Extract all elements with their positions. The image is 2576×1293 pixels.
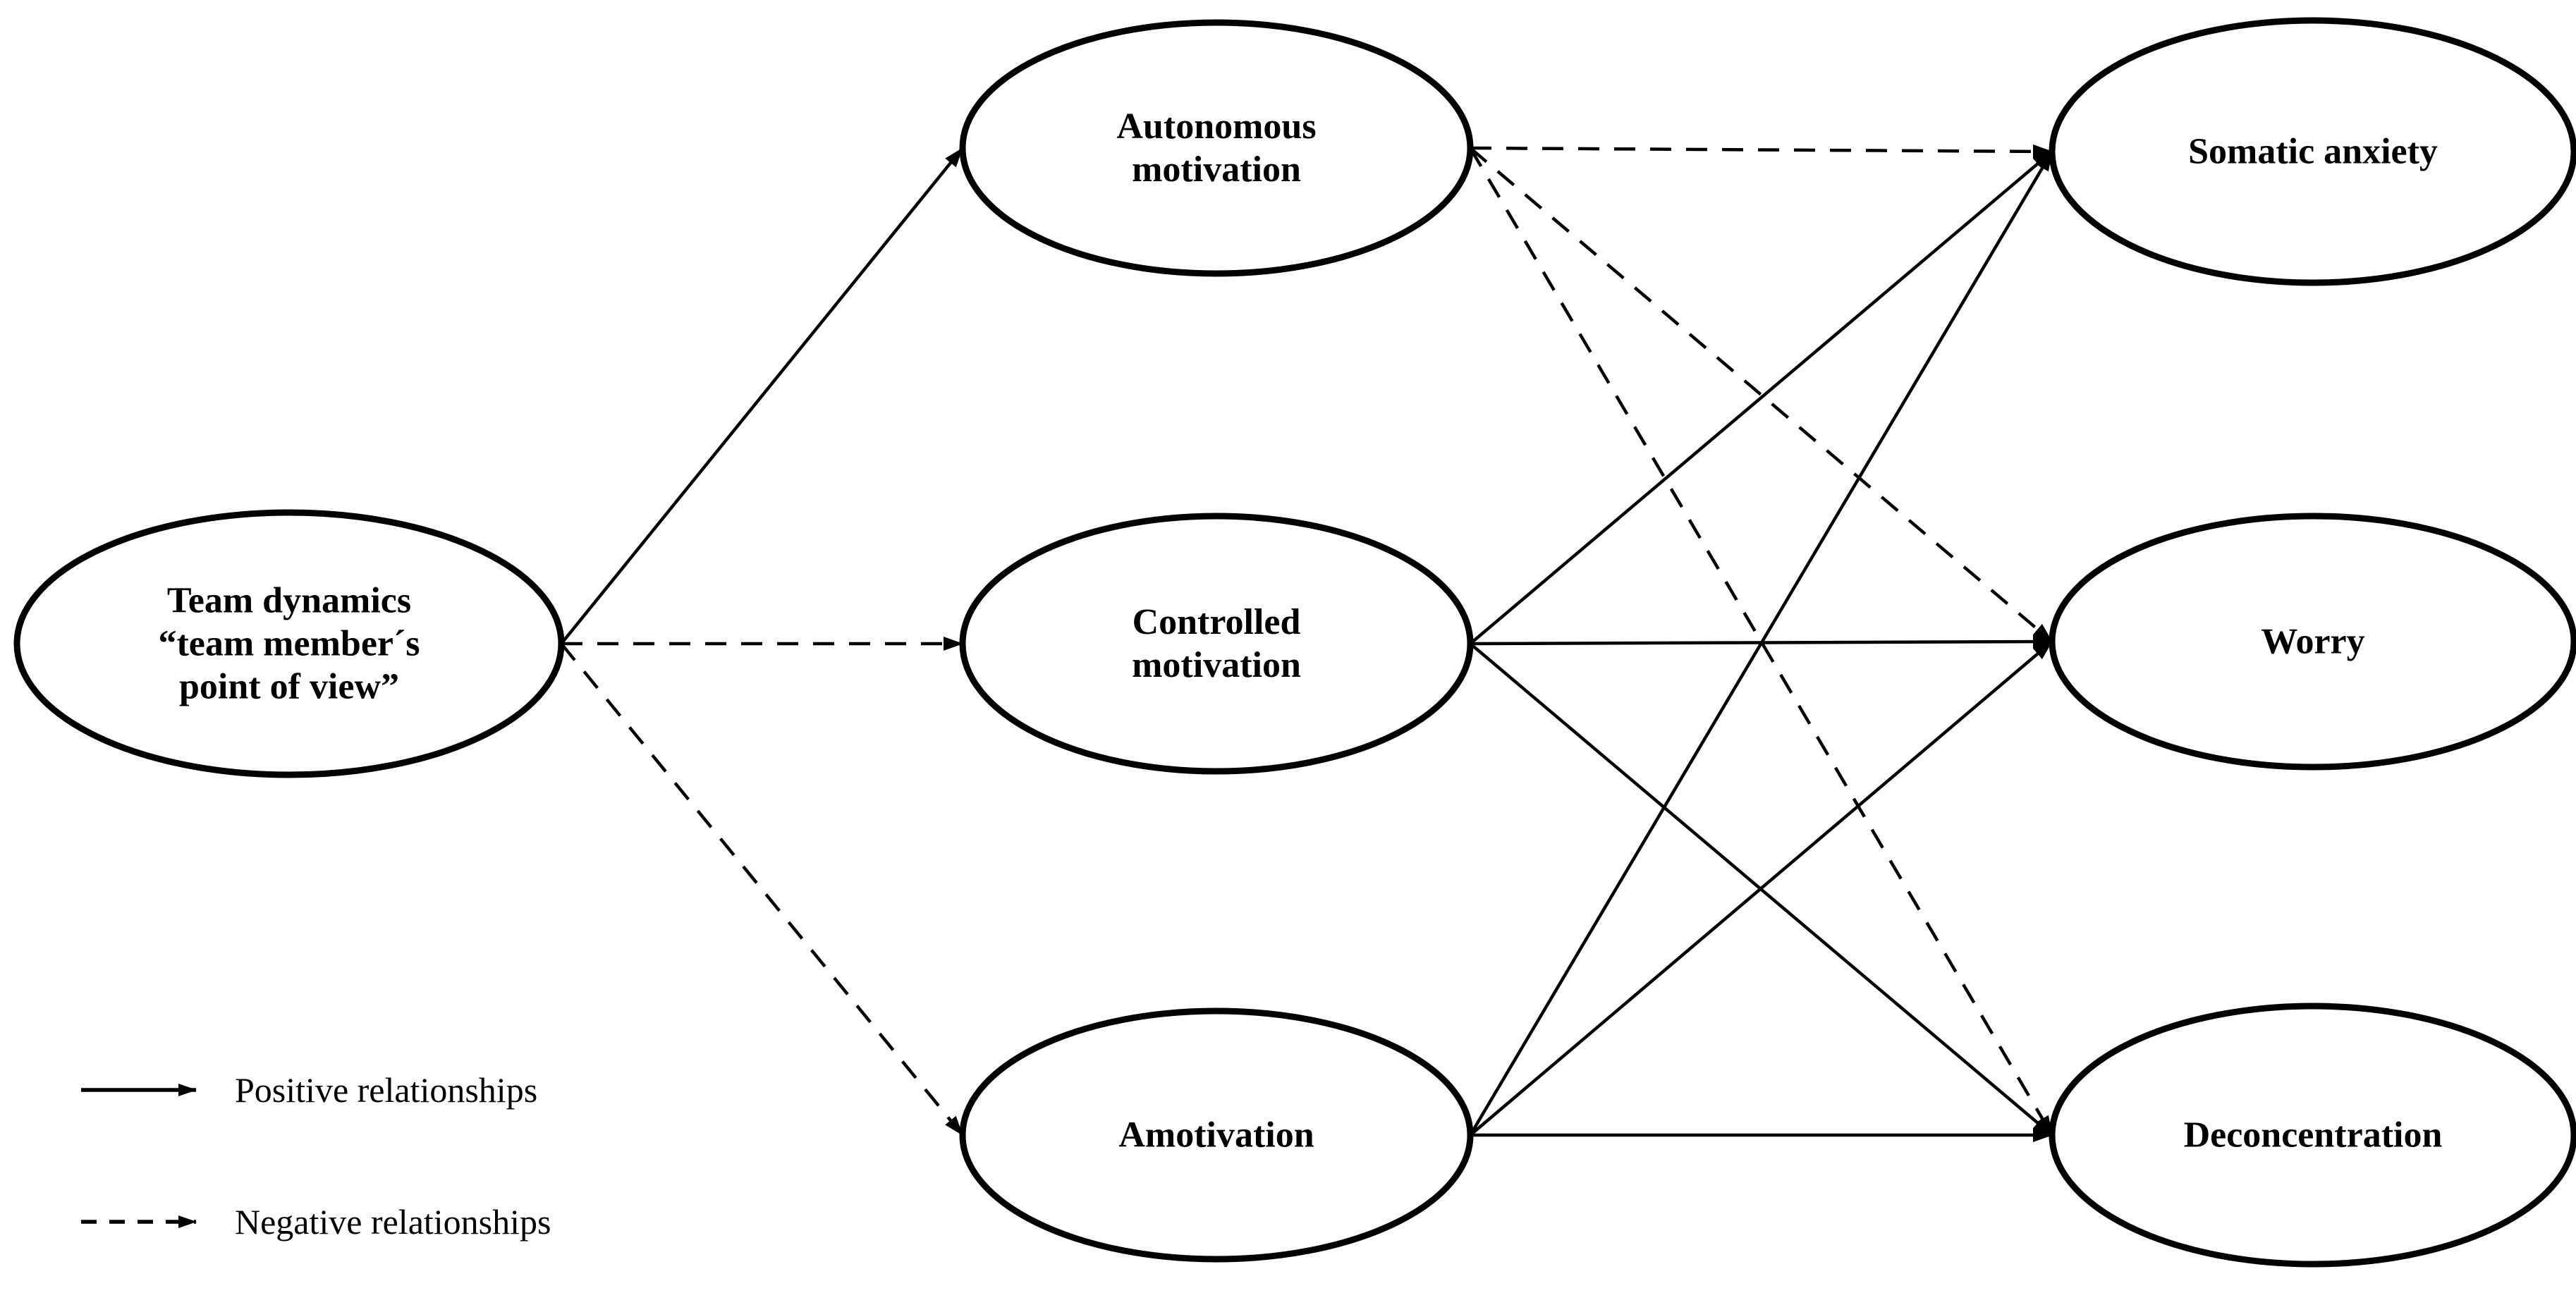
edge-autonomous-motivation-to-somatic-anxiety-negative [1470, 144, 2053, 159]
node-somatic-anxiety-label: Somatic anxiety [2188, 132, 2438, 172]
node-worry-label: Worry [2261, 622, 2364, 662]
legend: Positive relationships Negative relation… [81, 1070, 551, 1242]
legend-negative-label: Negative relationships [235, 1202, 551, 1242]
node-amotivation-ellipse [959, 1007, 1474, 1263]
node-amotivation: Amotivation [959, 1007, 1474, 1263]
edge-team-dynamics-to-amotivation-negative [560, 642, 964, 1136]
edge-controlled-motivation-to-somatic-anxiety-positive [1469, 150, 2053, 645]
node-somatic-anxiety: Somatic anxiety [2049, 17, 2576, 286]
node-worry: Worry [2049, 513, 2576, 771]
edge-autonomous-motivation-to-deconcentration-negative [1469, 147, 2053, 1136]
node-deconcentration-ellipse [2049, 1003, 2576, 1268]
node-deconcentration: Deconcentration [2049, 1003, 2576, 1268]
edge-autonomous-motivation-to-worry-negative [1469, 147, 2053, 643]
node-somatic-anxiety-ellipse [2049, 17, 2576, 286]
edges-layer [560, 144, 2053, 1142]
node-deconcentration-label: Deconcentration [2184, 1115, 2443, 1156]
edge-amotivation-to-somatic-anxiety-positive [1469, 150, 2053, 1136]
edge-team-dynamics-to-autonomous-motivation-positive [560, 147, 964, 645]
node-worry-ellipse [2049, 513, 2576, 771]
node-team-dynamics-ellipse [13, 509, 565, 778]
node-amotivation-label: Amotivation [1118, 1115, 1314, 1156]
node-autonomous-motivation-ellipse [959, 19, 1474, 277]
legend-positive-label: Positive relationships [235, 1070, 537, 1110]
node-controlled-motivation-ellipse [959, 513, 1474, 775]
edge-amotivation-to-worry-positive [1469, 640, 2053, 1136]
